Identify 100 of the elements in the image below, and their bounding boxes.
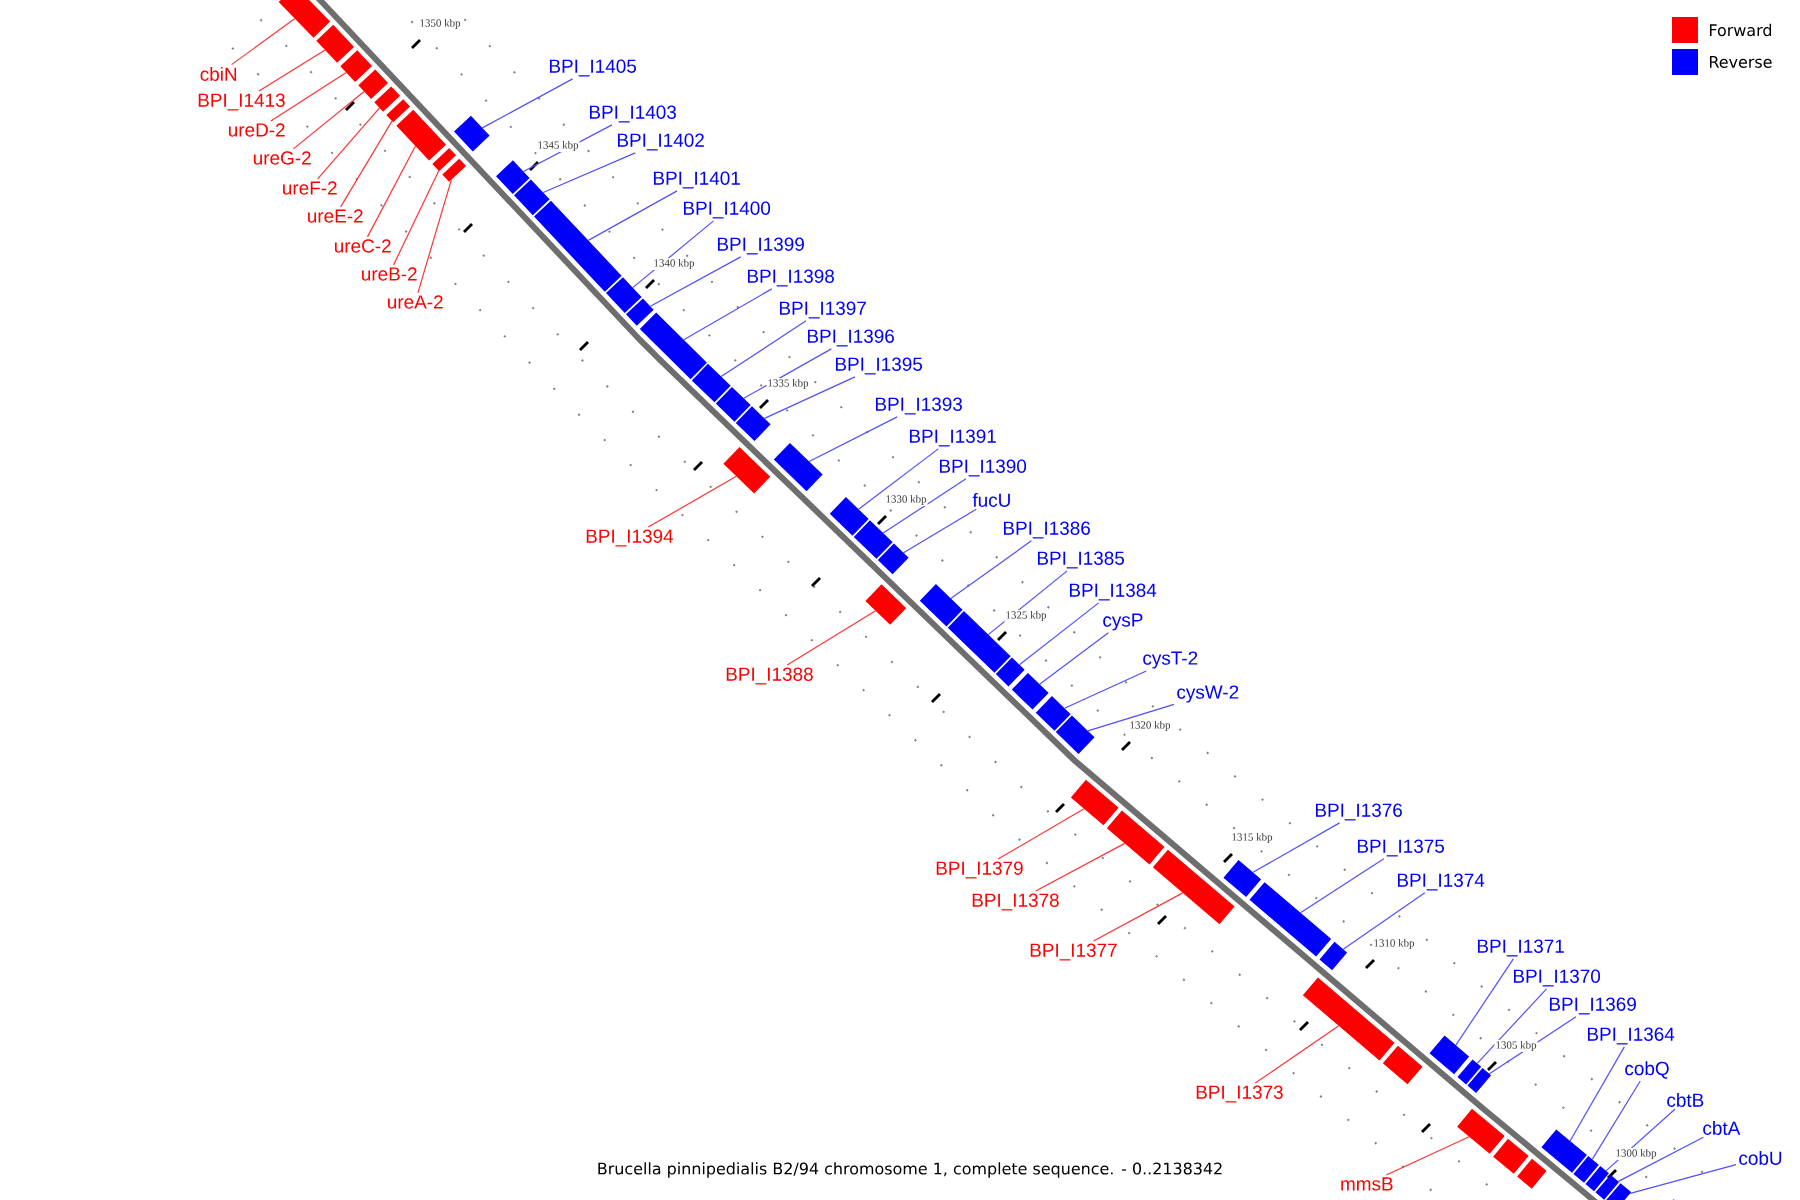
- leader-line: [1063, 670, 1147, 709]
- leader-line: [1385, 1136, 1470, 1176]
- gene-label: BPI_I1384: [1069, 583, 1157, 601]
- gene-label: cobQ: [1625, 1061, 1669, 1079]
- gene-label: fucU: [972, 493, 1010, 507]
- gene-block: [442, 158, 466, 182]
- leader-line: [1092, 892, 1184, 942]
- gene-label: BPI_I1369: [1549, 997, 1636, 1015]
- gene-block: [1382, 1045, 1423, 1085]
- gene-label: BPI_I1400: [683, 201, 771, 219]
- leader-line: [1488, 1016, 1577, 1075]
- leader-line: [857, 448, 939, 510]
- gene-label: BPI_I1377: [1030, 943, 1117, 961]
- leader-line: [808, 416, 898, 463]
- leader-line: [1455, 958, 1514, 1046]
- gene-block: [454, 115, 490, 152]
- gene-label: BPI_I1403: [590, 105, 676, 123]
- leader-line: [366, 145, 417, 238]
- gene-block: [496, 160, 530, 194]
- gene-label: BPI_I1386: [1003, 521, 1090, 539]
- gene-label: BPI_I1397: [779, 301, 866, 319]
- leader-line: [1254, 1025, 1340, 1084]
- leader-line: [317, 107, 381, 180]
- leader-line: [392, 170, 440, 266]
- leader-line: [720, 320, 807, 378]
- leader-line: [1087, 703, 1175, 732]
- leader-line: [587, 190, 678, 241]
- gene-label: BPI_I1390: [939, 459, 1027, 477]
- leader-line: [902, 508, 977, 554]
- gene-label: ureF-2: [283, 181, 337, 195]
- gene-label: BPI_I1375: [1357, 839, 1445, 857]
- leader-line: [340, 120, 393, 208]
- gene-label: ureD-2: [229, 123, 285, 137]
- gene-label: cysP: [1103, 613, 1143, 631]
- gene-label: BPI_I1370: [1513, 969, 1601, 987]
- leader-line: [1018, 602, 1100, 666]
- gene-label: BPI_I1398: [747, 269, 834, 287]
- gene-label: cobU: [1739, 1151, 1782, 1165]
- gene-block: [606, 277, 642, 313]
- gene-label: cbtA: [1703, 1121, 1741, 1135]
- gene-label: ureA-2: [388, 295, 443, 309]
- gene-label: BPI_I1401: [653, 171, 740, 189]
- leader-line: [1476, 988, 1548, 1064]
- leader-line: [1591, 1080, 1641, 1160]
- gene-label: BPI_I1374: [1397, 873, 1485, 891]
- gene-label: BPI_I1402: [618, 133, 704, 151]
- gene-block: [853, 520, 893, 559]
- leader-line: [292, 90, 365, 150]
- leader-line: [1035, 842, 1126, 892]
- gene-block: [1457, 1108, 1505, 1154]
- gene-label: BPI_I1371: [1477, 939, 1564, 957]
- leader-line: [763, 376, 856, 419]
- gene-block: [735, 406, 771, 441]
- gene-block: [1011, 672, 1049, 710]
- gene-block: [374, 86, 400, 112]
- gene-block: [396, 109, 446, 161]
- gene-block: [829, 497, 869, 536]
- gene-block: [534, 200, 622, 292]
- gene-block: [1035, 696, 1071, 731]
- gene-label: BPI_I1396: [807, 329, 894, 347]
- gene-block: [1106, 810, 1165, 865]
- leader-line: [1569, 1046, 1625, 1142]
- gene-label: BPI_I1391: [909, 429, 996, 447]
- gene-label: mmsB: [1341, 1177, 1393, 1191]
- leader-line: [481, 78, 574, 129]
- gene-block: [691, 363, 731, 403]
- gene-label: BPI_I1373: [1196, 1085, 1283, 1103]
- gene-label: ureC-2: [335, 239, 391, 253]
- gene-label: BPI_I1388: [726, 667, 813, 685]
- leader-line: [542, 152, 636, 194]
- gene-block: [340, 50, 372, 82]
- gene-block: [715, 386, 751, 422]
- leader-line: [417, 179, 452, 294]
- leader-line: [230, 18, 296, 66]
- gene-label: BPI_I1413: [198, 93, 285, 111]
- gene-label: ureE-2: [308, 209, 363, 223]
- gene-label: ureG-2: [253, 151, 311, 165]
- gene-block: [626, 298, 654, 326]
- leader-line: [882, 478, 967, 534]
- leader-line: [743, 348, 832, 399]
- gene-block: [1302, 977, 1395, 1061]
- leader-line: [1605, 1108, 1676, 1172]
- leader-line: [1629, 1164, 1737, 1194]
- leader-line: [270, 71, 347, 122]
- gene-label: cysW-2: [1177, 685, 1239, 703]
- leader-line: [522, 124, 613, 173]
- leader-line: [997, 808, 1085, 860]
- gene-label: BPI_I1405: [550, 59, 637, 77]
- gene-label: cbiN: [200, 67, 237, 81]
- leader-line: [647, 475, 737, 528]
- leader-line: [632, 220, 715, 289]
- leader-line: [786, 610, 877, 666]
- gene-label: cbtB: [1667, 1093, 1704, 1107]
- gene-label: BPI_I1379: [936, 861, 1023, 879]
- gene-label: cysT-2: [1143, 651, 1198, 669]
- gene-block: [316, 24, 354, 63]
- gene-label: BPI_I1376: [1315, 803, 1402, 821]
- gene-label: BPI_I1378: [972, 893, 1059, 911]
- leader-line: [683, 288, 773, 341]
- leader-line: [987, 570, 1068, 636]
